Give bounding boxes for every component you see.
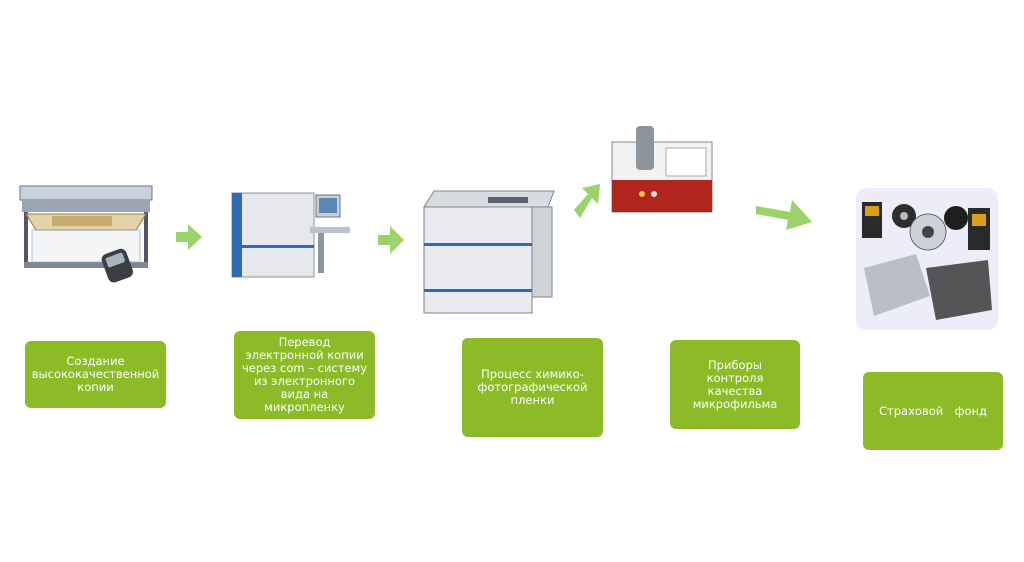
arrow-icon: [756, 200, 812, 230]
step-3-box: Процесс химико-фотографической пленки: [462, 338, 603, 437]
film-processor-image: [423, 190, 555, 314]
step-1-label: Создание высококачественной копии: [31, 354, 160, 394]
step-4-box: Приборы контроля качества микрофильма: [670, 340, 800, 429]
arrow-icon: [378, 226, 404, 254]
step-5-label-word1: Страховой: [879, 403, 944, 418]
step-5-box: Страховой фонд: [863, 372, 1003, 450]
step-5-label-word2: фонд: [954, 403, 987, 418]
arrow-icon: [574, 184, 600, 218]
quality-control-device-image: [611, 126, 713, 213]
microfilm-reels-archive-image: [856, 188, 998, 330]
com-system-workstation-image: [231, 192, 350, 278]
step-3-label: Процесс химико-фотографической пленки: [477, 367, 588, 407]
arrow-icon: [176, 224, 202, 250]
step-2-label: Перевод электронной копии через com – си…: [242, 335, 368, 414]
step-2-box: Перевод электронной копии через com – си…: [234, 331, 375, 419]
large-format-scanner-image: [19, 185, 153, 283]
step-1-box: Создание высококачественной копии: [25, 341, 166, 408]
step-4-label: Приборы контроля качества микрофильма: [692, 357, 778, 411]
